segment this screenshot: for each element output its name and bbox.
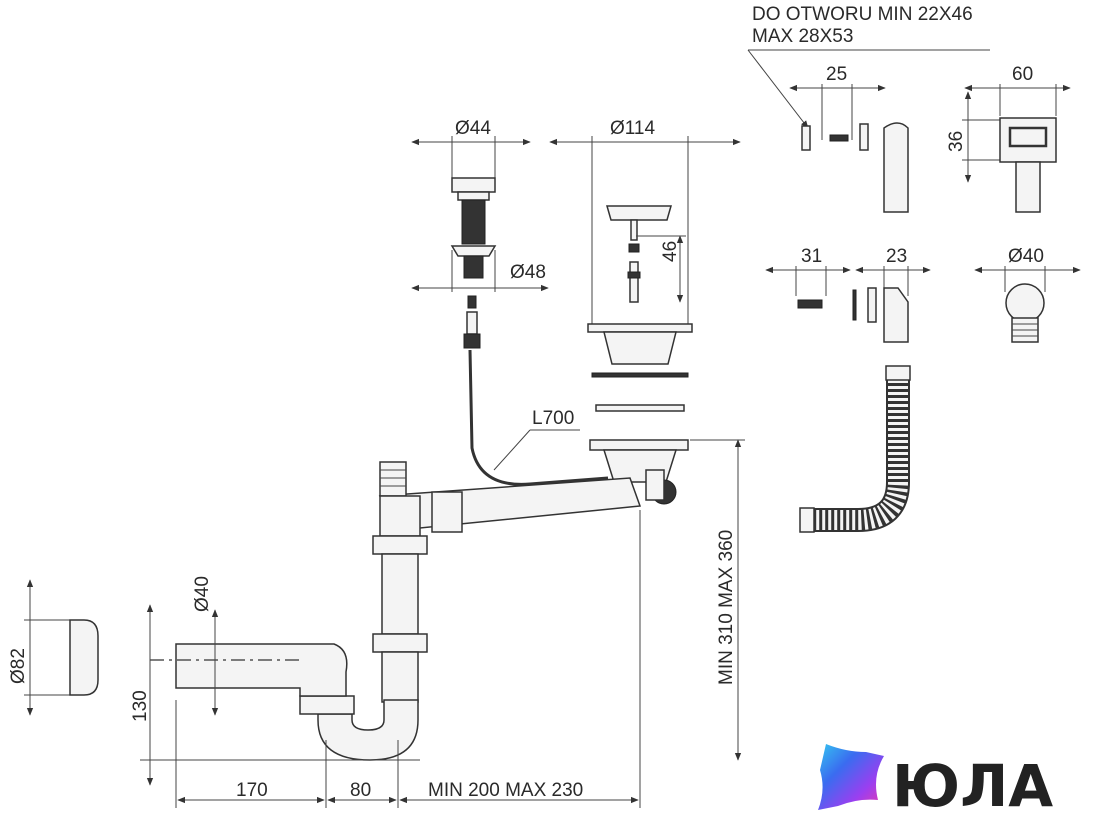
- brand-logo: ЮЛА: [818, 744, 1053, 816]
- dim-130-group: 130: [130, 604, 420, 786]
- corrugated-overflow-hose: [799, 365, 911, 533]
- hole-size-note-line2: MAX 28X53: [752, 26, 853, 47]
- end-cap-part: Ø82: [8, 579, 99, 716]
- dim-80: 80: [350, 780, 371, 801]
- overflow-cover-part: 25: [789, 64, 909, 213]
- dim-d40-left: Ø40: [192, 576, 213, 612]
- dim-130: 130: [130, 690, 151, 722]
- bottom-dimensions: 170 80 MIN 200 MAX 230: [175, 510, 641, 808]
- vertical-range-dimension: MIN 310 MAX 360: [690, 439, 745, 761]
- dim-36: 36: [946, 131, 967, 152]
- overflow-outlet-part: Ø40: [974, 246, 1081, 343]
- dim-d40-right: Ø40: [1008, 246, 1044, 267]
- hole-size-note-line1: DO OTWORU MIN 22X46: [752, 4, 973, 25]
- dim-l700: L700: [532, 408, 574, 429]
- dim-d40-left-group: Ø40: [192, 576, 219, 716]
- dim-d114: Ø114: [610, 118, 656, 139]
- dim-d48: Ø48: [510, 262, 546, 283]
- drain-plug-part: Ø44 Ø48: [411, 118, 549, 349]
- strainer-part: Ø114 46: [549, 118, 741, 412]
- siphon-assembly: [175, 439, 689, 761]
- dim-60: 60: [1012, 64, 1033, 85]
- brand-name: ЮЛА: [892, 752, 1053, 816]
- note-leader: [747, 49, 809, 129]
- dim-46: 46: [660, 241, 681, 262]
- brand-logo-mark: [818, 744, 884, 810]
- dim-d82: Ø82: [8, 648, 29, 684]
- dim-d44: Ø44: [455, 118, 491, 139]
- dim-31: 31: [801, 246, 822, 267]
- dim-170: 170: [236, 780, 268, 801]
- dim-range-vertical: MIN 310 MAX 360: [716, 530, 737, 685]
- dim-25: 25: [826, 64, 847, 85]
- remote-cable: L700: [468, 349, 609, 486]
- dim-range-horizontal: MIN 200 MAX 230: [428, 780, 583, 801]
- overflow-connector-part: 31 23: [765, 246, 931, 343]
- dim-23: 23: [886, 246, 907, 267]
- overflow-frame-part: 60 36: [946, 64, 1071, 213]
